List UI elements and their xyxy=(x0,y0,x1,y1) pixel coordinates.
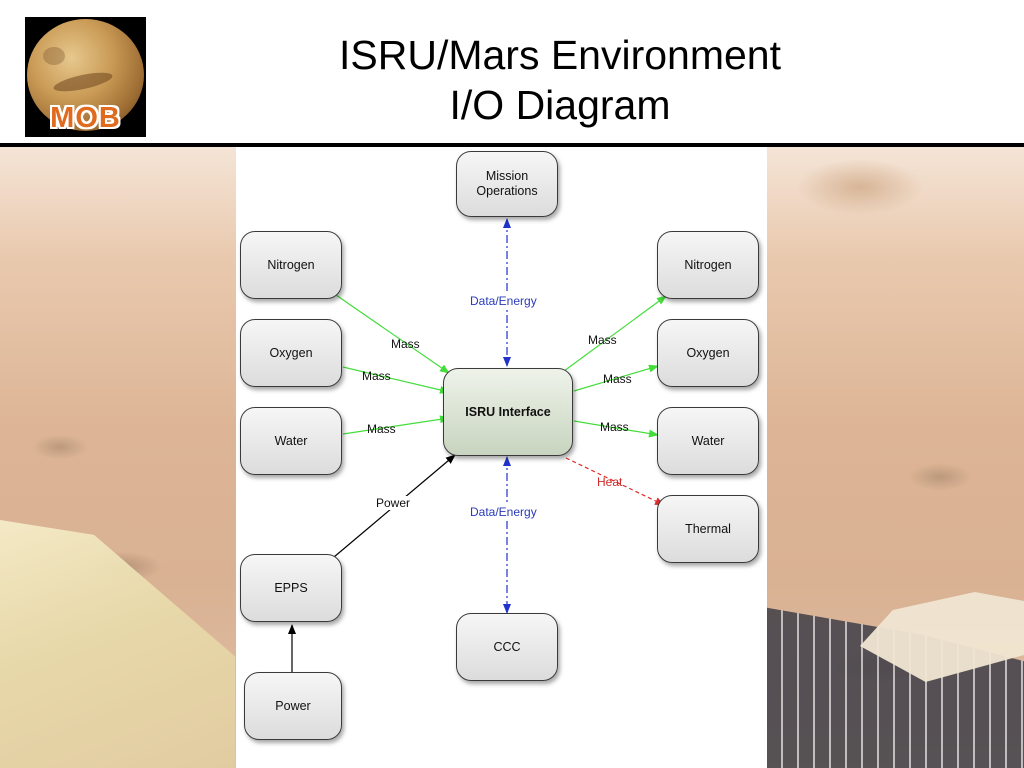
title-line-2: I/O Diagram xyxy=(449,82,671,128)
edge-mass-nitrogen-in xyxy=(335,294,450,374)
label-mass-oxygen-in: Mass xyxy=(362,369,391,383)
node-thermal-label: Thermal xyxy=(685,521,731,536)
mob-logo: MOB xyxy=(25,17,146,137)
mars-crater-mark xyxy=(43,47,65,65)
node-oxygen-out-label: Oxygen xyxy=(686,345,730,360)
edge-mass-oxygen-out xyxy=(573,364,659,392)
label-data-energy-top: Data/Energy xyxy=(470,294,537,308)
edge-mass-water-out xyxy=(573,420,659,438)
node-water-out-label: Water xyxy=(691,433,725,448)
label-mass-nitrogen-out: Mass xyxy=(588,333,617,347)
node-nitrogen-in-label: Nitrogen xyxy=(267,257,315,272)
node-nitrogen-out: Nitrogen xyxy=(657,231,759,299)
node-water-out: Water xyxy=(657,407,759,475)
node-isru-interface: ISRU Interface xyxy=(443,368,573,456)
node-water-in: Water xyxy=(240,407,342,475)
slide-header: MOB ISRU/Mars Environment I/O Diagram xyxy=(0,0,1024,144)
edge-mass-water-in xyxy=(342,415,450,435)
label-power-epps: Power xyxy=(376,496,411,510)
node-nitrogen-out-label: Nitrogen xyxy=(684,257,732,272)
node-ccc: CCC xyxy=(456,613,558,681)
slide-title: ISRU/Mars Environment I/O Diagram xyxy=(300,30,820,130)
node-power-label: Power xyxy=(275,698,311,713)
node-mission-operations: Mission Operations xyxy=(456,151,558,217)
node-oxygen-in-label: Oxygen xyxy=(269,345,313,360)
edge-mass-nitrogen-out xyxy=(563,295,667,372)
node-nitrogen-in: Nitrogen xyxy=(240,231,342,299)
node-thermal: Thermal xyxy=(657,495,759,563)
node-epps-label: EPPS xyxy=(274,580,308,595)
node-oxygen-out: Oxygen xyxy=(657,319,759,387)
logo-text: MOB xyxy=(50,102,121,134)
io-diagram: Mission Operations Nitrogen Oxygen Water… xyxy=(236,147,767,768)
label-heat: Heat xyxy=(597,475,623,489)
node-mission-operations-label: Mission Operations xyxy=(476,169,538,198)
node-epps: EPPS xyxy=(240,554,342,622)
node-power: Power xyxy=(244,672,342,740)
edge-mass-oxygen-in xyxy=(342,366,450,394)
label-mass-water-in: Mass xyxy=(367,422,396,436)
node-ccc-label: CCC xyxy=(493,639,521,654)
title-line-1: ISRU/Mars Environment xyxy=(338,32,781,78)
label-mass-oxygen-out: Mass xyxy=(603,372,632,386)
label-mass-water-out: Mass xyxy=(600,420,629,434)
label-mass-nitrogen-in: Mass xyxy=(391,337,420,351)
node-isru-interface-label: ISRU Interface xyxy=(465,404,551,419)
node-oxygen-in: Oxygen xyxy=(240,319,342,387)
node-water-in-label: Water xyxy=(274,433,308,448)
header-divider xyxy=(0,143,1024,147)
label-data-energy-bottom: Data/Energy xyxy=(470,505,537,519)
